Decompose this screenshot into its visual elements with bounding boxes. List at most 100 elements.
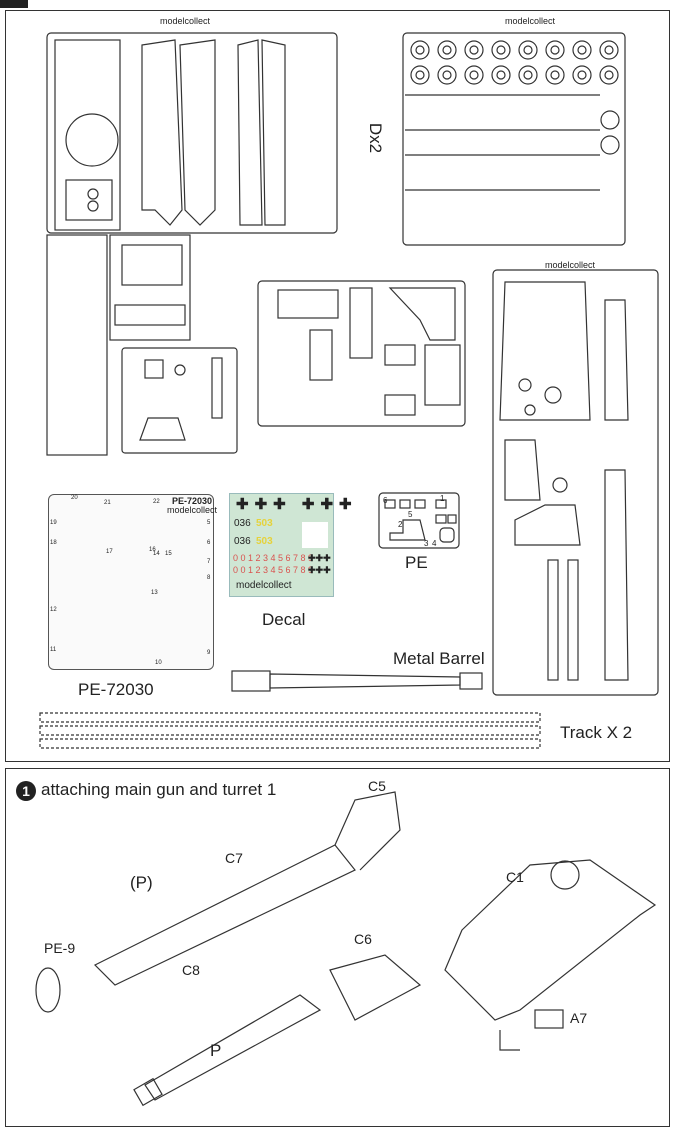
road-wheel bbox=[410, 40, 430, 60]
part-number: 22 bbox=[153, 499, 160, 505]
decal-hull-number: 036 bbox=[234, 536, 251, 547]
pe-sheet-brand: modelcollect bbox=[167, 505, 218, 515]
pe-72030-sheet: PE-72030 modelcollect 20 21 22 19 5 18 1… bbox=[48, 494, 218, 670]
step1-assembly-drawing bbox=[35, 791, 657, 1107]
part-number: 12 bbox=[50, 607, 57, 613]
road-wheel bbox=[415, 45, 425, 55]
track-drawing bbox=[39, 712, 541, 749]
decal-crosses: ✚✚✚ ✚✚✚ bbox=[236, 496, 358, 513]
sprue-d-wheels bbox=[402, 32, 626, 246]
road-wheel bbox=[464, 65, 484, 85]
callout-c6: C6 bbox=[354, 931, 372, 947]
part-number: 4 bbox=[432, 539, 437, 548]
decal-digit-row: 0 0 1 2 3 4 5 6 7 8 9 bbox=[233, 553, 314, 563]
road-wheel bbox=[437, 65, 457, 85]
pe-72030-caption: PE-72030 bbox=[78, 680, 154, 699]
decal-brand: modelcollect bbox=[236, 580, 292, 591]
part-number: 1 bbox=[440, 494, 445, 503]
road-wheel bbox=[577, 45, 587, 55]
callout-a7: A7 bbox=[570, 1010, 588, 1026]
road-wheel bbox=[469, 45, 479, 55]
road-wheel bbox=[442, 70, 452, 80]
road-wheel bbox=[523, 70, 533, 80]
callout-pe9: PE-9 bbox=[44, 940, 76, 956]
decal-hull-number: 036 bbox=[234, 518, 251, 529]
part-number: 15 bbox=[165, 551, 172, 557]
part-number: 18 bbox=[50, 540, 57, 546]
callout-p: P bbox=[210, 1041, 222, 1060]
callout-c5: C5 bbox=[368, 778, 386, 794]
decal-digit-row: 0 0 1 2 3 4 5 6 7 8 9 bbox=[233, 565, 314, 575]
road-wheel bbox=[469, 70, 479, 80]
road-wheel bbox=[410, 65, 430, 85]
pe-small-sheet bbox=[378, 492, 460, 549]
pe-sheet-code: PE-72030 bbox=[172, 496, 213, 506]
part-number: 19 bbox=[50, 520, 57, 526]
part-number: 7 bbox=[207, 559, 211, 565]
road-wheel bbox=[442, 45, 452, 55]
step-title: attaching main gun and turret 1 bbox=[41, 780, 277, 799]
road-wheel bbox=[523, 45, 533, 55]
decal-sheet: ✚✚✚ ✚✚✚ 036 503 036 503 0 0 1 2 3 4 5 6 … bbox=[229, 493, 352, 597]
part-number: 16 bbox=[149, 547, 156, 553]
part-number: 11 bbox=[50, 647, 57, 653]
part-number: 3 bbox=[424, 539, 429, 548]
decal-tactical-number: 503 bbox=[256, 518, 273, 529]
page-corner-tab bbox=[0, 0, 28, 8]
road-wheel bbox=[518, 65, 538, 85]
metal-barrel-label: Metal Barrel bbox=[393, 649, 485, 668]
road-wheel bbox=[550, 45, 560, 55]
part-number: 5 bbox=[207, 520, 211, 526]
decal-crosses-small: ✚✚✚✚✚✚ bbox=[308, 553, 331, 575]
part-number: 6 bbox=[383, 496, 388, 505]
part-number: 17 bbox=[106, 549, 113, 555]
sprue-middle bbox=[257, 280, 466, 427]
road-wheel bbox=[572, 65, 592, 85]
part-number: 8 bbox=[207, 575, 211, 581]
road-wheel bbox=[599, 40, 619, 60]
sprue-brand-tag: modelcollect bbox=[545, 260, 596, 270]
parts-overview-panel bbox=[5, 10, 670, 762]
sprue-left bbox=[46, 32, 338, 456]
part-number: 9 bbox=[207, 650, 211, 656]
callout-p-paren: (P) bbox=[130, 873, 153, 892]
part-number: 5 bbox=[408, 510, 413, 519]
road-wheel bbox=[496, 45, 506, 55]
sprue-brand-tag: modelcollect bbox=[505, 16, 556, 26]
road-wheel bbox=[545, 65, 565, 85]
metal-barrel-drawing bbox=[231, 670, 483, 692]
step1-panel bbox=[5, 768, 670, 1127]
decal-caption: Decal bbox=[262, 610, 306, 629]
part-number: 14 bbox=[153, 551, 160, 557]
road-wheel bbox=[550, 70, 560, 80]
callout-c8: C8 bbox=[182, 962, 200, 978]
road-wheel bbox=[572, 40, 592, 60]
step-number-badge: 1 bbox=[16, 781, 36, 801]
road-wheel bbox=[604, 70, 614, 80]
road-wheel bbox=[496, 70, 506, 80]
decal-emblem-area bbox=[302, 522, 328, 548]
part-number: 2 bbox=[398, 520, 403, 529]
part-number: 20 bbox=[71, 495, 78, 501]
road-wheel bbox=[415, 70, 425, 80]
sprue-right-hull bbox=[492, 269, 659, 696]
callout-c7: C7 bbox=[225, 850, 243, 866]
sprue-d-quantity-label: Dx2 bbox=[366, 122, 386, 154]
road-wheel bbox=[518, 40, 538, 60]
callout-c1: C1 bbox=[506, 869, 524, 885]
road-wheel bbox=[491, 40, 511, 60]
track-label: Track X 2 bbox=[560, 723, 633, 742]
road-wheel bbox=[491, 65, 511, 85]
sprue-brand-tag: modelcollect bbox=[160, 16, 211, 26]
decal-tactical-number: 503 bbox=[256, 536, 273, 547]
road-wheel bbox=[599, 65, 619, 85]
road-wheel bbox=[577, 70, 587, 80]
road-wheel bbox=[437, 40, 457, 60]
road-wheel bbox=[464, 40, 484, 60]
part-number: 13 bbox=[151, 590, 158, 596]
road-wheel bbox=[545, 40, 565, 60]
part-number: 21 bbox=[104, 500, 111, 506]
part-number: 10 bbox=[155, 660, 162, 666]
part-number: 6 bbox=[207, 540, 211, 546]
road-wheel bbox=[604, 45, 614, 55]
